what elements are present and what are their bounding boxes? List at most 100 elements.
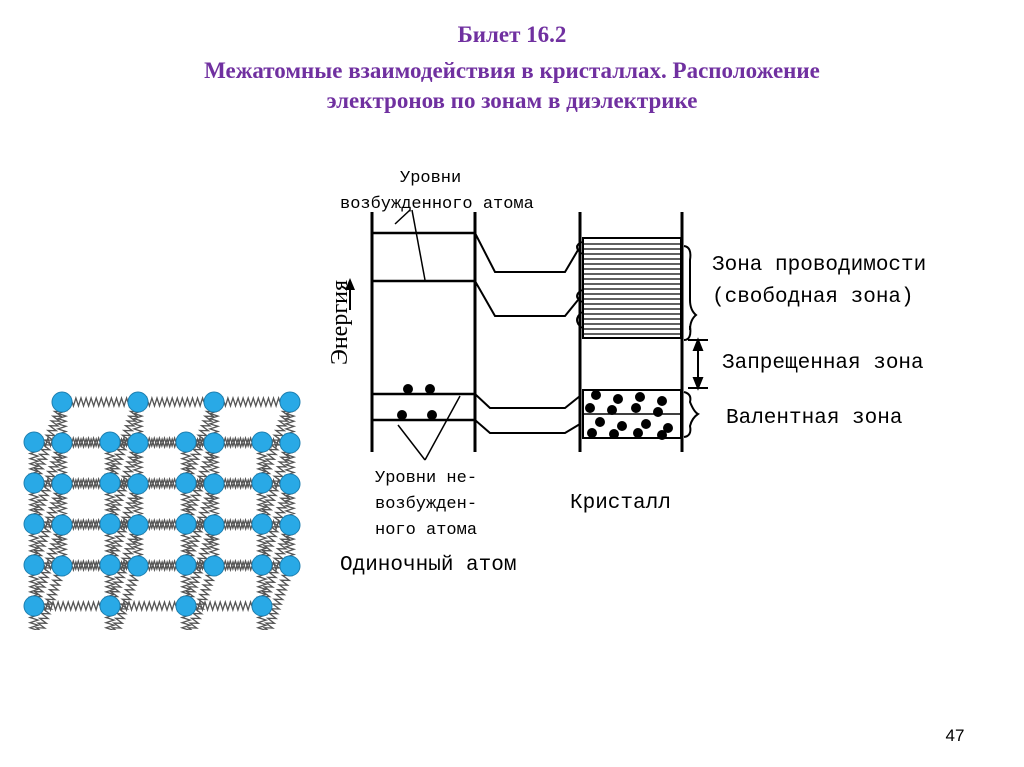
ground-atom-levels bbox=[372, 392, 475, 422]
electron bbox=[595, 417, 605, 427]
crystal-label: Кристалл bbox=[570, 492, 671, 515]
electron bbox=[609, 429, 619, 439]
energy-axis-arrow bbox=[345, 278, 355, 310]
slide-title-line-3: электронов по зонам в диэлектрике bbox=[326, 88, 698, 113]
lattice-atom bbox=[203, 555, 225, 577]
lattice-atom bbox=[175, 431, 197, 453]
electron bbox=[641, 419, 651, 429]
lattice-spring bbox=[29, 401, 67, 484]
lattice-spring bbox=[186, 565, 219, 630]
lattice-atom bbox=[175, 595, 197, 617]
excited-levels-label-2: возбужденного атома bbox=[340, 195, 534, 214]
conduction-band-label-1: Зона проводимости bbox=[712, 254, 926, 277]
lattice-atom bbox=[251, 513, 273, 535]
lattice-atom bbox=[251, 472, 273, 494]
lattice-atom bbox=[99, 595, 121, 617]
electron bbox=[613, 394, 623, 404]
lattice-atom bbox=[99, 513, 121, 535]
electron bbox=[403, 384, 413, 394]
lattice-spring bbox=[105, 524, 143, 607]
lattice-atom bbox=[203, 473, 225, 495]
lattice-atom bbox=[127, 432, 149, 454]
lattice-spring bbox=[61, 395, 139, 409]
electron bbox=[635, 392, 645, 402]
lattice-atom bbox=[251, 595, 273, 617]
lattice-spring bbox=[181, 483, 219, 566]
lattice-atom bbox=[127, 391, 149, 413]
lattice-spring bbox=[262, 565, 295, 630]
lattice-atom bbox=[203, 514, 225, 536]
electron bbox=[425, 384, 435, 394]
lattice-spring bbox=[257, 442, 295, 525]
electron bbox=[653, 407, 663, 417]
lattice-atom bbox=[279, 473, 301, 495]
label-pointer-lines bbox=[394, 209, 461, 461]
energy-band-diagram: Энергия bbox=[327, 169, 926, 577]
lattice-spring bbox=[105, 483, 143, 566]
lattice-atom bbox=[51, 391, 73, 413]
conduction-band-box bbox=[582, 237, 682, 339]
lattice-spring bbox=[257, 401, 295, 484]
electron bbox=[663, 423, 673, 433]
lattice-spring bbox=[137, 395, 215, 409]
lattice-atoms bbox=[23, 391, 301, 617]
lattice-atom bbox=[23, 472, 45, 494]
electron bbox=[631, 403, 641, 413]
lattice-atom bbox=[99, 472, 121, 494]
lattice-atom bbox=[51, 555, 73, 577]
lattice-atom bbox=[51, 514, 73, 536]
forbidden-band-label: Запрещенная зона bbox=[722, 352, 924, 375]
lattice-spring bbox=[181, 401, 219, 484]
crystal-lattice-illustration bbox=[23, 391, 301, 630]
lattice-spring bbox=[34, 565, 67, 630]
electron bbox=[633, 428, 643, 438]
lattice-atom bbox=[279, 514, 301, 536]
electrons bbox=[397, 384, 673, 440]
lattice-atom bbox=[175, 513, 197, 535]
lattice-atom bbox=[203, 432, 225, 454]
electron bbox=[587, 428, 597, 438]
electron bbox=[607, 405, 617, 415]
lattice-atom bbox=[127, 514, 149, 536]
lattice-spring bbox=[29, 524, 67, 607]
electron bbox=[585, 403, 595, 413]
lattice-atom bbox=[127, 555, 149, 577]
conduction-band-label-2: (свободная зона) bbox=[712, 286, 914, 309]
lattice-atom bbox=[127, 473, 149, 495]
slide-title-line-2: Межатомные взаимодействия в кристаллах. … bbox=[204, 58, 820, 83]
lattice-atom bbox=[23, 595, 45, 617]
ground-levels-label-3: ного атома bbox=[375, 521, 477, 540]
electron bbox=[617, 421, 627, 431]
lattice-atom bbox=[99, 554, 121, 576]
lattice-atom bbox=[51, 473, 73, 495]
lattice-atom bbox=[51, 432, 73, 454]
lattice-atom bbox=[251, 554, 273, 576]
electron bbox=[397, 410, 407, 420]
lattice-atom bbox=[23, 431, 45, 453]
lattice-spring bbox=[110, 565, 143, 630]
single-atom-label: Одиночный атом bbox=[340, 554, 516, 577]
electron bbox=[657, 430, 667, 440]
ground-levels-label-2: возбужден- bbox=[375, 495, 477, 514]
conduction-band-bracket bbox=[683, 245, 698, 341]
lattice-spring bbox=[181, 442, 219, 525]
lattice-atom bbox=[23, 554, 45, 576]
conduction-band bbox=[582, 237, 682, 339]
electron bbox=[427, 410, 437, 420]
excited-atom-levels bbox=[372, 231, 475, 283]
lattice-atom bbox=[279, 391, 301, 413]
lattice-atom bbox=[279, 555, 301, 577]
lattice-springs bbox=[27, 395, 297, 630]
lattice-atom bbox=[99, 431, 121, 453]
lattice-atom bbox=[251, 431, 273, 453]
lattice-atom bbox=[23, 513, 45, 535]
slide-title-line-1: Билет 16.2 bbox=[457, 22, 567, 47]
energy-axis-label: Энергия bbox=[327, 280, 353, 365]
electron bbox=[591, 390, 601, 400]
level-to-band-connectors bbox=[474, 232, 583, 434]
page-number: 47 bbox=[945, 726, 965, 745]
ground-levels-label-1: Уровни не- bbox=[375, 469, 477, 488]
excited-levels-label-1: Уровни bbox=[400, 169, 461, 188]
lattice-spring bbox=[257, 483, 295, 566]
